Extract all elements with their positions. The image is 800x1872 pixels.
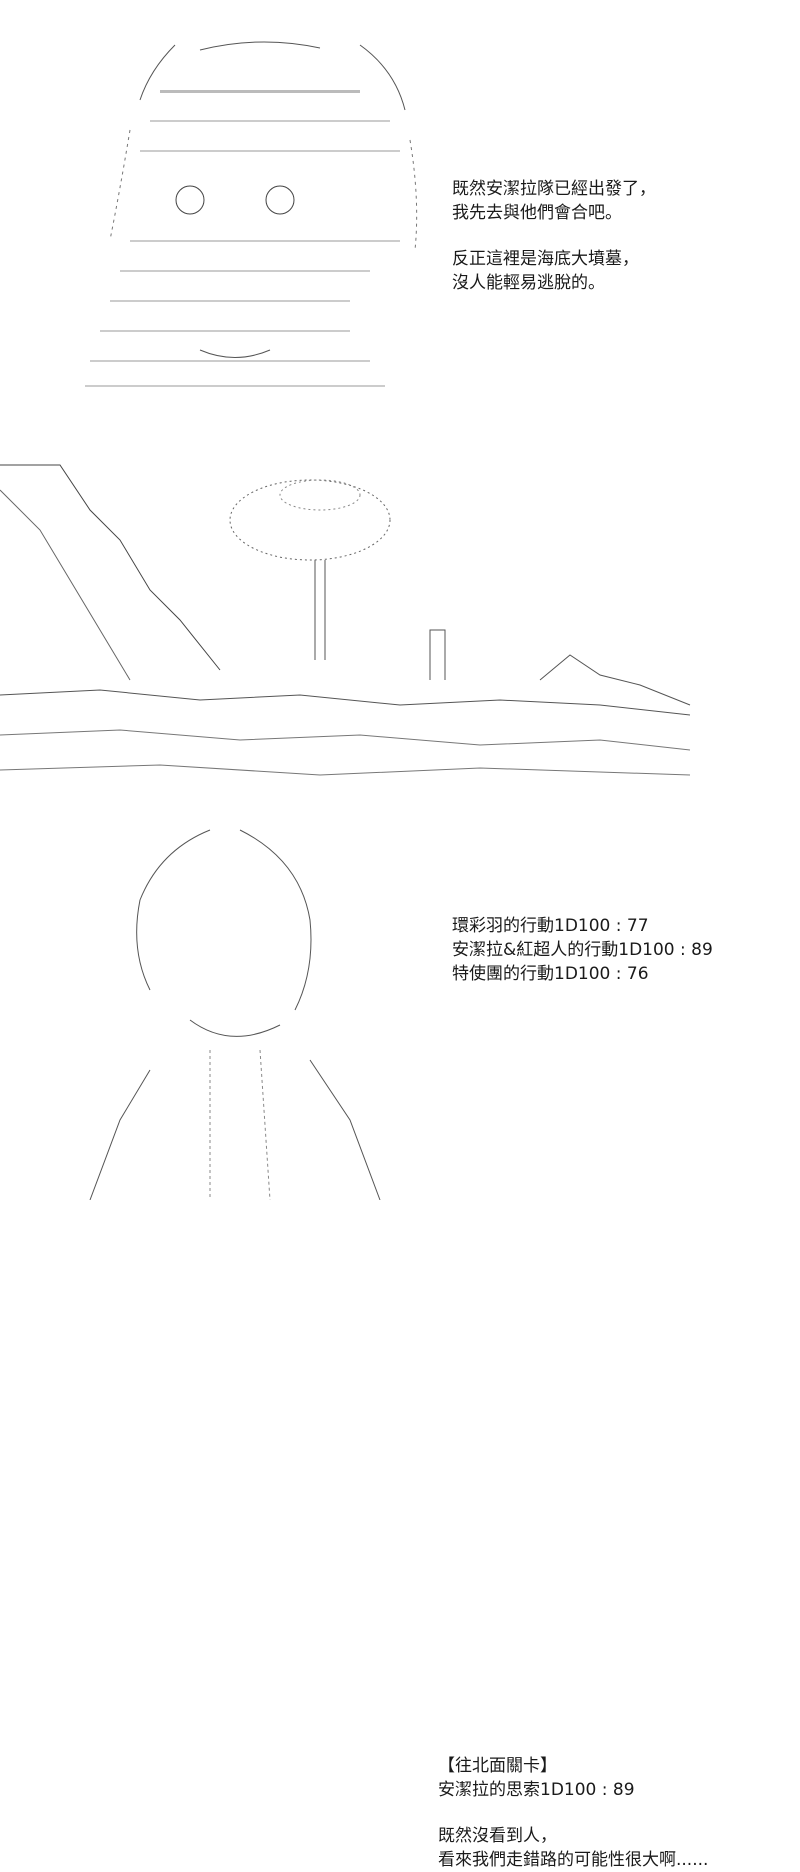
dialogue-line: 反正這裡是海底大墳墓， [452,249,639,269]
ascii-art-landscape-svg [0,464,691,776]
line-gap [452,225,656,247]
dice-roll-line: 安潔拉&紅超人的行動1D100 : 89 [452,940,713,960]
dice-roll-line: 環彩羽的行動1D100 : 77 [452,916,649,936]
line-gap [438,1802,708,1824]
ascii-art-girl-portrait [0,30,440,410]
panel-3: 【往北面關卡】 安潔拉的思索1D100 : 89 既然沒看到人， 看來我們走錯路… [0,810,800,1870]
narration-line: 看來我們走錯路的可能性很大啊...... [438,1850,709,1870]
ascii-texture [85,90,400,387]
panel-1: 既然安潔拉隊已經出發了， 我先去與他們會合吧。 反正這裡是海底大墳墓， 沒人能輕… [0,0,800,420]
dialogue-line: 我先去與他們會合吧。 [452,203,622,223]
ascii-art-figure-svg [89,829,381,1200]
panel-2: 環彩羽的行動1D100 : 77 安潔拉&紅超人的行動1D100 : 89 特使… [0,430,800,984]
ascii-art-figure [60,820,400,1200]
dice-roll-block: 環彩羽的行動1D100 : 77 安潔拉&紅超人的行動1D100 : 89 特使… [452,914,713,986]
ascii-art-landscape [0,450,700,780]
narration-block: 【往北面關卡】 安潔拉的思索1D100 : 89 既然沒看到人， 看來我們走錯路… [438,1754,708,1872]
dialogue-block-1: 既然安潔拉隊已經出發了， 我先去與他們會合吧。 反正這裡是海底大墳墓， 沒人能輕… [452,177,656,295]
narration-line: 既然沒看到人， [438,1826,557,1846]
dialogue-line: 既然安潔拉隊已經出發了， [452,179,656,199]
section-heading: 【往北面關卡】 [438,1756,557,1776]
dice-roll-line: 特使團的行動1D100 : 76 [452,964,649,984]
dice-roll-line: 安潔拉的思索1D100 : 89 [438,1780,635,1800]
dialogue-line: 沒人能輕易逃脫的。 [452,273,605,293]
ascii-art-girl-svg [85,41,418,387]
